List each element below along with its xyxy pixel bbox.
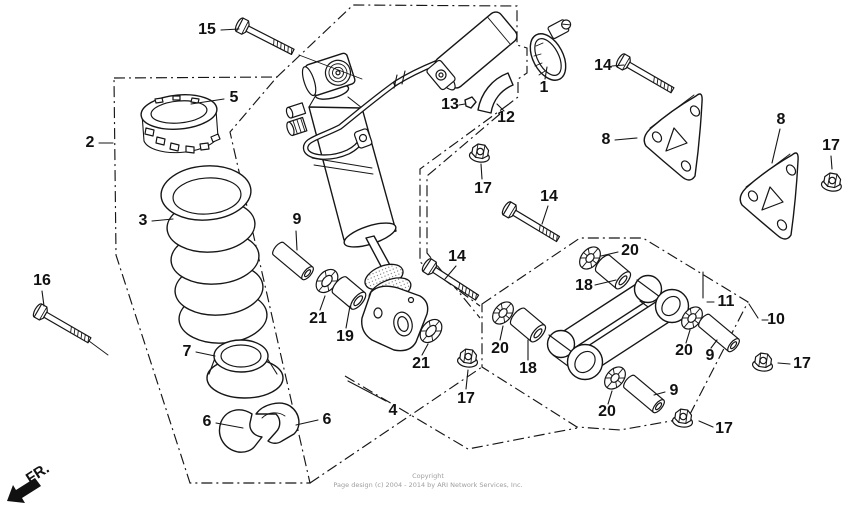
nut-17-b — [819, 171, 844, 194]
part-label-6: 6 — [323, 411, 332, 428]
part-label-9: 9 — [706, 347, 715, 364]
bracket-plate-left — [643, 93, 703, 181]
collar-9-shock — [270, 239, 316, 283]
hose-guard — [477, 72, 514, 114]
part-label-17: 17 — [474, 180, 492, 197]
part-label-1: 1 — [540, 79, 549, 96]
part-label-20: 20 — [621, 242, 639, 259]
nut-17-d — [751, 351, 775, 373]
part-label-9: 9 — [670, 382, 679, 399]
spring-cotter-left — [218, 409, 263, 453]
part-label-8: 8 — [777, 111, 786, 128]
part-label-21: 21 — [412, 355, 430, 372]
spring-seat — [206, 339, 284, 399]
callout-leader-lines — [41, 28, 833, 429]
part-label-15: 15 — [198, 21, 216, 38]
spring-cotter-right — [255, 402, 300, 444]
part-label-11: 11 — [718, 293, 735, 310]
part-label-9: 9 — [293, 211, 302, 228]
part-label-20: 20 — [675, 342, 693, 359]
part-label-4: 4 — [389, 402, 398, 419]
part-label-7: 7 — [183, 343, 192, 360]
part-label-17: 17 — [715, 420, 733, 437]
nut-17-c — [456, 347, 480, 369]
shock-upper-eye — [301, 52, 356, 97]
bracket-plate-right — [739, 152, 799, 240]
part-number-callouts: 15 2 5 3 16 7 6 6 4 9 21 19 21 13 12 1 17 14 8 8 17 14 14 17 20 1… — [33, 21, 840, 437]
part-label-14: 14 — [448, 248, 466, 265]
part-label-17: 17 — [457, 390, 475, 407]
shock-absorber — [285, 52, 439, 352]
hose-clamp — [529, 19, 572, 81]
preload-fitting — [285, 102, 307, 119]
nut-17-e — [671, 407, 695, 429]
part-label-21: 21 — [309, 310, 327, 327]
nut-17-a — [467, 142, 492, 165]
bushing-18-left — [507, 305, 549, 345]
reservoir-hose — [302, 60, 439, 160]
part-label-17: 17 — [822, 137, 840, 154]
part-label-18: 18 — [519, 360, 537, 377]
bolt-14-upper — [613, 51, 677, 98]
part-label-17: 17 — [793, 355, 811, 372]
hose-bracket — [353, 128, 373, 149]
part-label-12: 12 — [497, 109, 515, 126]
part-label-18: 18 — [575, 277, 593, 294]
adjuster-knob — [286, 116, 308, 137]
shock-clevis — [361, 285, 429, 352]
part-label-16: 16 — [33, 272, 51, 289]
remote-reservoir — [426, 11, 518, 91]
coil-spring — [160, 165, 268, 344]
part-label-6: 6 — [203, 413, 212, 430]
part-label-13: 13 — [441, 96, 459, 113]
linkage-arm — [546, 274, 690, 381]
part-label-5: 5 — [230, 89, 239, 106]
bolt-15 — [233, 16, 297, 60]
fr-arrow: FR. — [7, 460, 52, 503]
collar-9-right — [696, 311, 742, 355]
part-label-20: 20 — [491, 340, 509, 357]
part-label-14: 14 — [594, 57, 612, 74]
copyright-line-2: Page design (c) 2004 - 2014 by ARI Netwo… — [333, 481, 522, 489]
part-label-10: 10 — [767, 311, 785, 328]
part-label-20: 20 — [598, 403, 616, 420]
bolt-14-middle — [499, 199, 563, 247]
spring-adjuster-ring — [140, 94, 221, 154]
part-label-19: 19 — [336, 328, 354, 345]
banjo-fitting — [426, 59, 456, 91]
part-label-14: 14 — [540, 188, 558, 205]
part-label-8: 8 — [602, 131, 611, 148]
hose-clip — [464, 96, 477, 109]
bolt-16 — [30, 301, 94, 348]
copyright-line-1: Copyright — [412, 472, 444, 480]
part-label-3: 3 — [139, 212, 148, 229]
copyright-notice: Copyright Page design (c) 2004 - 2014 by… — [333, 472, 522, 489]
part-label-2: 2 — [86, 134, 95, 151]
